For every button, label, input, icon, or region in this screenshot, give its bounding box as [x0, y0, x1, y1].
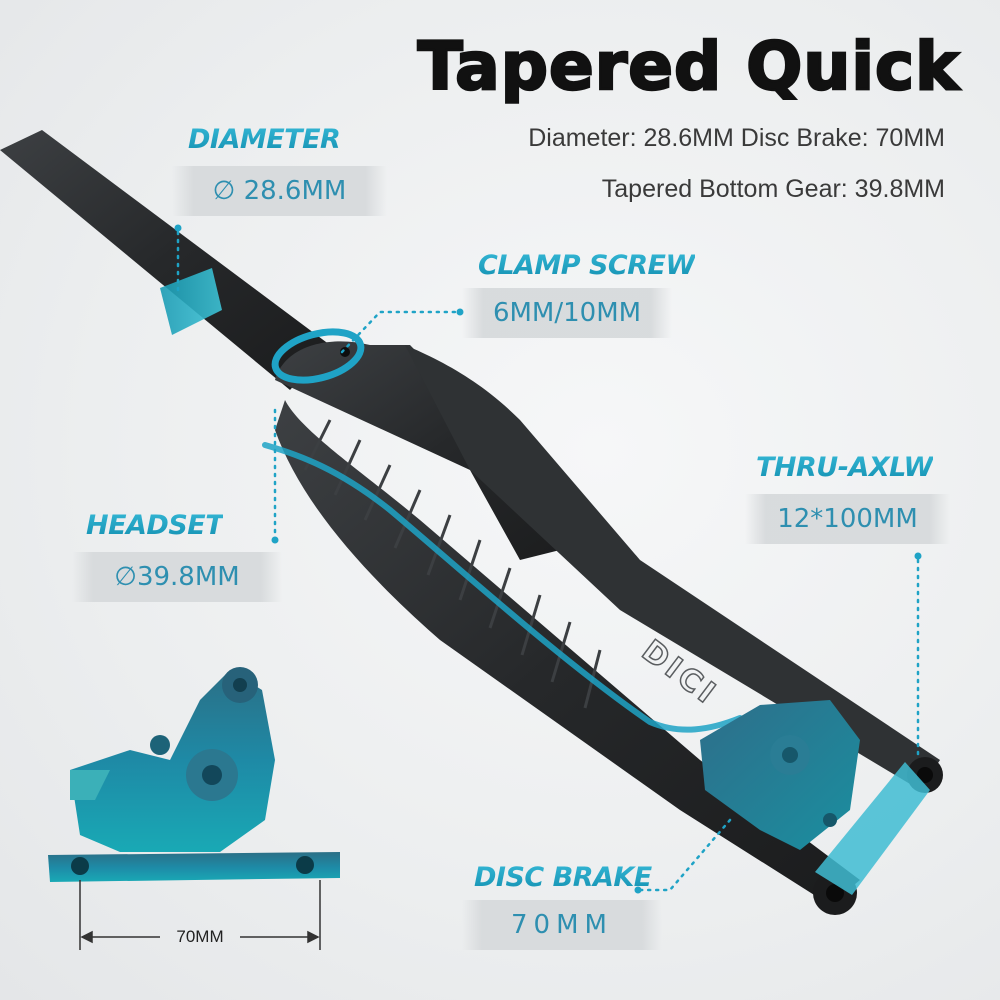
headset-value: ∅39.8MM	[114, 562, 240, 592]
headset-value-box: ∅39.8MM	[72, 552, 282, 602]
steerer-tube	[0, 130, 330, 390]
thru-axle-label: THRU-AXLW	[756, 452, 933, 483]
clamp-screw-label: CLAMP SCREW	[478, 250, 695, 281]
page-title: Tapered Quick	[416, 27, 960, 107]
caliper-dimension-label: 70MM	[176, 927, 224, 946]
diameter-label: DIAMETER	[188, 124, 341, 155]
fork-blade-right	[405, 345, 940, 790]
clamp-screw-value-box: 6MM/10MM	[462, 288, 672, 338]
thru-axle-value-box: 12*100MM	[745, 494, 950, 544]
thru-axle	[815, 762, 930, 895]
clamp-screw-value: 6MM/10MM	[492, 298, 642, 328]
steerer-ring	[160, 268, 222, 335]
diameter-value: ∅ 28.6MM	[212, 176, 347, 206]
thru-axle-value: 12*100MM	[777, 504, 918, 534]
diameter-value-box: ∅ 28.6MM	[172, 166, 387, 216]
disc-brake-value: 70MM	[511, 910, 613, 940]
fork-caliper	[700, 700, 860, 850]
leader-lines	[176, 230, 920, 892]
crown-ring	[271, 328, 365, 384]
spec-line-2: Tapered Bottom Gear: 39.8MM	[601, 175, 945, 203]
disc-brake-value-box: 70MM	[462, 900, 662, 950]
dimension-lines	[79, 880, 321, 950]
disc-brake-label: DISC BRAKE	[474, 862, 652, 893]
brake-cable	[262, 442, 743, 733]
caliper-illustration	[48, 667, 340, 882]
headset-label: HEADSET	[86, 510, 224, 541]
spec-line-1: Diameter: 28.6MM Disc Brake: 70MM	[528, 124, 945, 152]
